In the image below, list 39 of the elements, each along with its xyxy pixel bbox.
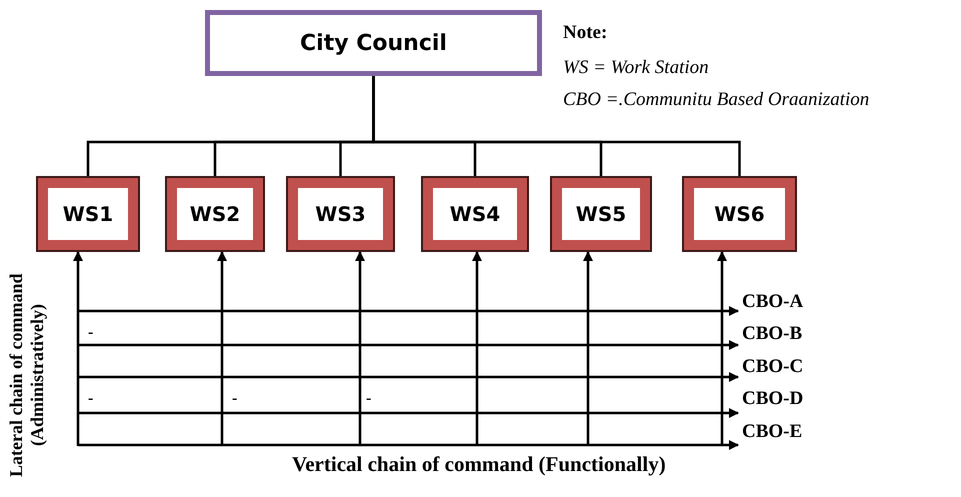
organization-label: CBO-A	[742, 290, 822, 314]
note-text: CBO =.Communitu Based Oraanization	[563, 89, 870, 111]
box-title: WS4	[450, 202, 500, 226]
arrow	[73, 251, 83, 446]
note-heading: Note:	[563, 22, 608, 44]
axis-label: Lateral chain of command (Administratively)	[6, 272, 48, 479]
box-title: WS6	[714, 202, 765, 226]
cell-mark: -	[366, 390, 372, 408]
workstation-box	[38, 178, 138, 250]
box-title: WS1	[62, 202, 114, 226]
workstation-box	[423, 178, 527, 250]
arrow	[78, 408, 739, 418]
workstation-box	[288, 178, 393, 250]
cell-mark: -	[88, 390, 94, 408]
council-box	[205, 10, 542, 76]
arrow	[78, 440, 739, 450]
organization-label: CBO-E	[742, 420, 822, 444]
note-text: WS = Work Station	[563, 57, 709, 79]
organization-label: CBO-C	[742, 355, 822, 379]
box-title: WS3	[315, 202, 366, 226]
cell-mark: -	[232, 390, 238, 408]
cell-mark: -	[88, 324, 94, 342]
box-title: City Council	[300, 30, 447, 56]
arrow	[472, 251, 482, 446]
workstation-box	[167, 178, 263, 250]
arrow	[78, 340, 739, 350]
organization-label: CBO-D	[742, 387, 822, 411]
box-title: WS5	[576, 202, 626, 226]
arrow	[583, 251, 593, 446]
arrow	[717, 251, 727, 446]
arrow	[217, 251, 227, 446]
box-title: WS2	[190, 202, 240, 226]
arrow	[78, 306, 739, 316]
arrow	[78, 372, 739, 382]
axis-label: Vertical chain of command (Functionally)	[292, 452, 666, 477]
workstation-box	[552, 178, 650, 250]
organization-label: CBO-B	[742, 322, 822, 346]
workstation-box	[684, 178, 795, 250]
arrow	[355, 251, 365, 446]
